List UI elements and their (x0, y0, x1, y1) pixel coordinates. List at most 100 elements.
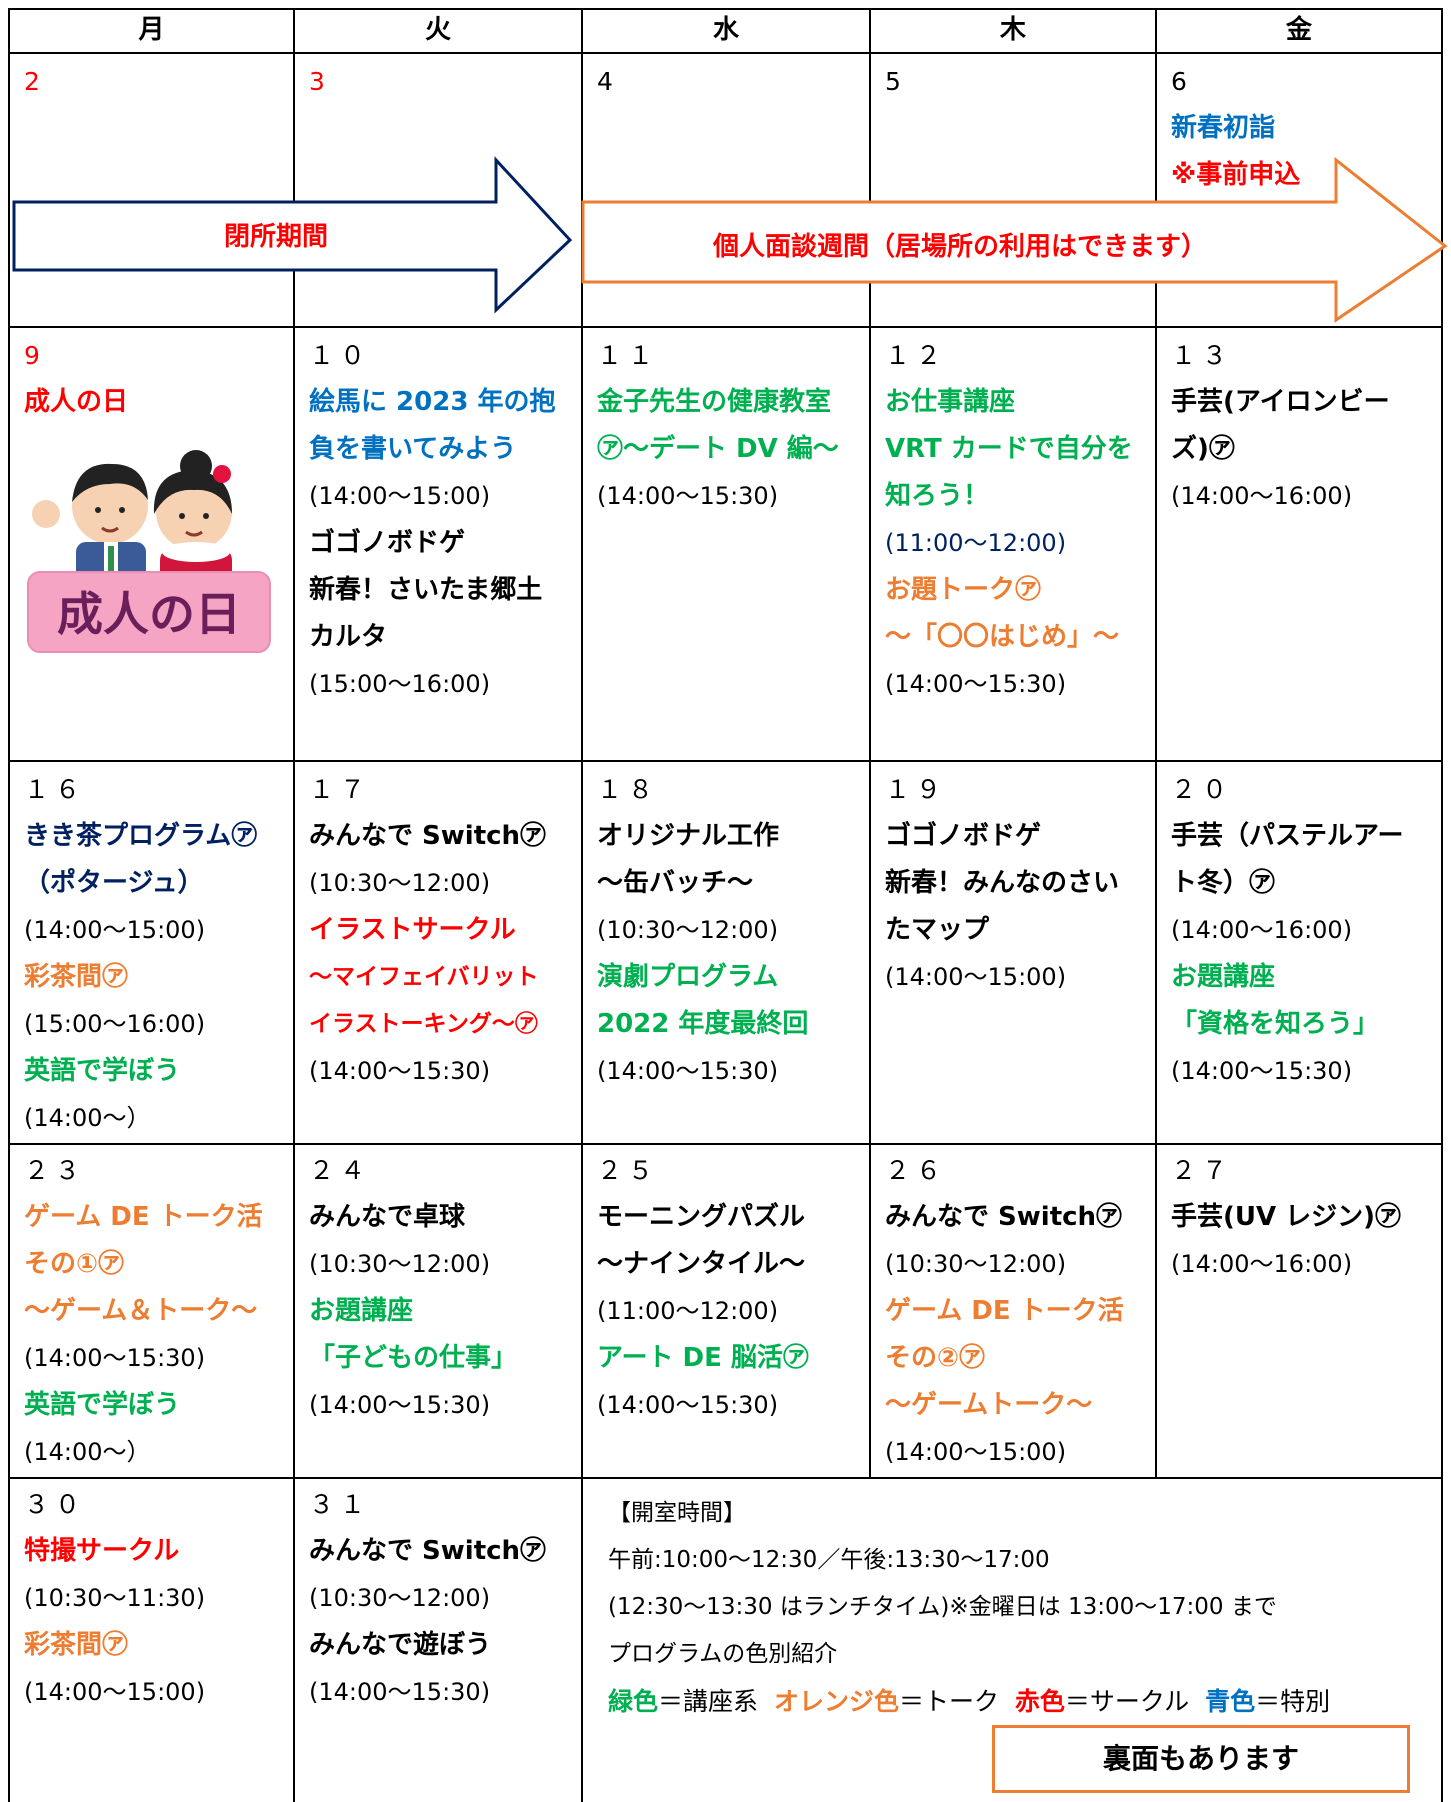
header-mon: 月 (138, 15, 165, 45)
header-fri: 金 (1285, 15, 1312, 45)
day-number: 9 (24, 341, 46, 370)
cell-31: ３１ みんなで Switch㋐ (10:30〜12:00) みんなで遊ぼう (1… (295, 1479, 581, 1716)
event-time: (14:00〜15:00) (309, 482, 491, 510)
event-title: 新春！みんなのさい (885, 868, 1120, 898)
event-title: 〜ナインタイル〜 (597, 1249, 806, 1279)
cell-12: １２ お仕事講座 VRT カードで自分を 知ろう！ (11:00〜12:00) … (871, 330, 1155, 708)
cell-9: 9 成人の日 成人の日 (10, 330, 293, 658)
event-time: (14:00〜） (24, 1104, 151, 1132)
event-title: 金子先生の健康教室 (597, 387, 832, 417)
legend-green-desc: ＝講座系 (658, 1687, 759, 1716)
cell-5: 5 (871, 56, 1155, 105)
event-title: その①㋐ (24, 1249, 125, 1279)
event-title: お仕事講座 (885, 387, 1016, 417)
event-time: (14:00〜15:30) (597, 1391, 779, 1419)
event-title: 彩茶間㋐ (24, 1630, 129, 1660)
cell-23: ２３ ゲーム DE トーク活 その①㋐ 〜ゲーム＆トーク〜 (14:00〜15:… (10, 1145, 293, 1476)
event-title: イラストサークル (309, 915, 516, 945)
header-thu: 木 (999, 15, 1026, 45)
cell-13: １３ 手芸(アイロンビー ズ)㋐ (14:00〜16:00) (1157, 330, 1441, 520)
event-title: アート DE 脳活㋐ (597, 1343, 809, 1373)
event-title: 演劇プログラム (597, 962, 779, 992)
event-title: ゲーム DE トーク活 (885, 1296, 1124, 1326)
event-title: たマップ (885, 915, 990, 945)
event-title: 手芸(アイロンビー (1171, 387, 1390, 417)
cell-6: 6 新春初詣 ※事前申込 (1157, 56, 1441, 199)
event-time: (10:30〜12:00) (309, 1250, 491, 1278)
coming-of-age-illustration: 成人の日 (27, 450, 271, 653)
event-time: (14:00〜16:00) (1171, 1250, 1353, 1278)
event-title: みんなで遊ぼう (309, 1630, 492, 1660)
event-title: イラストーキング〜㋐ (309, 1011, 538, 1037)
event-title: ズ)㋐ (1171, 434, 1235, 464)
day-number: ２０ (1171, 775, 1234, 804)
day-number: １８ (597, 775, 660, 804)
event-time: (14:00〜15:00) (885, 963, 1067, 991)
event-title: 〜ゲーム＆トーク〜 (24, 1296, 258, 1326)
event-title: みんなで卓球 (309, 1202, 466, 1232)
event-time: (14:00〜15:30) (597, 482, 779, 510)
event-time: (14:00〜15:00) (885, 1438, 1067, 1466)
event-title: みんなで Switch㋐ (309, 821, 547, 851)
cell-11: １１ 金子先生の健康教室 ㋐〜デート DV 編〜 (14:00〜15:30) (583, 330, 869, 520)
header-wed: 水 (712, 15, 739, 45)
event-time: (10:30〜12:00) (309, 869, 491, 897)
note-hours: 午前:10:00〜12:30／午後:13:30〜17:00 (608, 1547, 1050, 1573)
event-title: ㋐〜デート DV 編〜 (597, 434, 839, 464)
cell-17: １７ みんなで Switch㋐ (10:30〜12:00) イラストサークル 〜… (295, 764, 581, 1095)
event-time: (14:00〜15:30) (309, 1678, 491, 1706)
event-title: 絵馬に 2023 年の抱 (309, 387, 556, 417)
day-number: ２５ (597, 1156, 660, 1185)
event-time: (14:00〜15:30) (597, 1057, 779, 1085)
interview-period-arrow (581, 156, 1448, 323)
event-time: (11:00〜12:00) (597, 1297, 779, 1325)
legend-red-desc: ＝サークル (1064, 1687, 1190, 1716)
event-title: 彩茶間㋐ (24, 962, 129, 992)
event-time: (15:00〜16:00) (309, 670, 491, 698)
day-number: ２３ (24, 1156, 87, 1185)
legend-blue: 青色 (1205, 1687, 1256, 1716)
event-title: 新春初詣 (1171, 113, 1276, 143)
event-time: (10:30〜12:00) (309, 1584, 491, 1612)
event-title: きき茶プログラム㋐ (24, 821, 258, 851)
event-title: その②㋐ (885, 1343, 986, 1373)
day-number: 4 (597, 67, 619, 96)
event-title: 英語で学ぼう (24, 1390, 181, 1420)
event-title: モーニングパズル (597, 1202, 806, 1232)
event-title: お題講座 (309, 1296, 414, 1326)
event-title: お題講座 (1171, 962, 1276, 992)
event-title: ゲーム DE トーク活 (24, 1202, 263, 1232)
event-title: みんなで Switch㋐ (885, 1202, 1123, 1232)
day-number: ３０ (24, 1490, 87, 1519)
closed-period-label: 閉所期間 (223, 222, 328, 252)
event-time: (14:00〜） (24, 1438, 151, 1466)
cell-4: 4 (583, 56, 869, 105)
day-number: ２４ (309, 1156, 372, 1185)
legend-orange-desc: ＝トーク (898, 1687, 999, 1716)
cell-25: ２５ モーニングパズル 〜ナインタイル〜 (11:00〜12:00) アート D… (583, 1145, 869, 1429)
cell-19: １９ ゴゴノボドゲ 新春！みんなのさい たマップ (14:00〜15:00) (871, 764, 1155, 1001)
event-title: カルタ (309, 622, 388, 652)
cell-10: １０ 絵馬に 2023 年の抱 負を書いてみよう (14:00〜15:00) ゴ… (295, 330, 581, 708)
back-side-notice: 裏面もあります (992, 1725, 1410, 1793)
cell-2: 2 (10, 56, 293, 105)
event-title: 〜ゲームトーク〜 (885, 1390, 1093, 1420)
event-title: 〜マイフェイバリット (309, 964, 539, 990)
event-title: 〜「〇〇はじめ」〜 (885, 622, 1120, 652)
note-heading: 【開室時間】 (608, 1500, 746, 1526)
interview-period-label: 個人面談週間（居場所の利用はできます） (712, 232, 1207, 262)
event-time: (14:00〜15:30) (309, 1057, 491, 1085)
event-time: (10:30〜11:30) (24, 1584, 206, 1612)
event-title: 2022 年度最終回 (597, 1009, 809, 1039)
event-title: ト冬）㋐ (1171, 868, 1276, 898)
day-number: １６ (24, 775, 87, 804)
day-number: ２７ (1171, 1156, 1234, 1185)
legend-green: 緑色 (608, 1687, 659, 1716)
event-time: (14:00〜15:30) (24, 1344, 206, 1372)
event-time: (10:30〜12:00) (885, 1250, 1067, 1278)
event-time: (14:00〜16:00) (1171, 916, 1353, 944)
event-title: 特撮サークル (24, 1536, 180, 1566)
event-time: (14:00〜15:30) (1171, 1057, 1353, 1085)
event-time: (14:00〜16:00) (1171, 482, 1353, 510)
event-title: （ポタージュ） (24, 868, 204, 898)
